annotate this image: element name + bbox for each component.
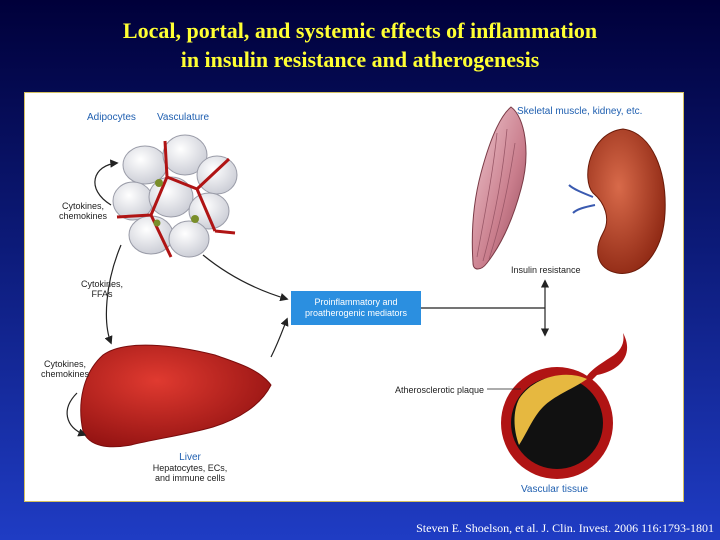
citation: Steven E. Shoelson, et al. J. Clin. Inve… <box>416 521 714 535</box>
arrow-liver-loop <box>66 392 87 437</box>
kidney-illustration <box>587 128 666 274</box>
cytokines-chemokines-top-line2: chemokines <box>58 211 108 221</box>
atherosclerotic-plaque-label: Atherosclerotic plaque <box>395 385 485 395</box>
cytokines-chemokines-bottom-line2: chemokines <box>40 369 90 379</box>
adipose-tissue-illustration <box>112 134 238 258</box>
liver-title: Liver <box>179 452 201 463</box>
cytokines-chemokines-bottom-label: Cytokines, chemokines <box>35 359 95 379</box>
cytokines-ffas-label: Cytokines, FFAs <box>75 279 129 299</box>
liver-caption: Liver Hepatocytes, ECs, and immune cells <box>135 452 245 484</box>
slide-title-line1: Local, portal, and systemic effects of i… <box>122 18 598 43</box>
skeletal-muscle-kidney-label: Skeletal muscle, kidney, etc. <box>517 106 643 117</box>
vasculature-label: Vasculature <box>157 112 210 123</box>
cytokines-chemokines-top-label: Cytokines, chemokines <box>53 201 113 221</box>
insulin-resistance-label: Insulin resistance <box>511 265 581 275</box>
vascular-tissue-label: Vascular tissue <box>521 484 589 495</box>
diagram-panel: Adipocytes Vasculature Cytokines, chemok… <box>24 92 684 502</box>
mediators-box: Proinflammatory and proatherogenic media… <box>291 291 421 325</box>
arrow-liver-to-mediators <box>270 317 289 358</box>
cytokines-ffas-line1: Cytokines, <box>80 279 124 289</box>
adipocytes-label: Adipocytes <box>87 112 136 123</box>
pathway-arrows <box>66 159 550 437</box>
cytokines-chemokines-bottom-line1: Cytokines, <box>43 359 87 369</box>
arrow-adipose-to-mediators <box>202 254 289 302</box>
arrow-adipose-to-liver <box>104 244 122 345</box>
artery-cross-section-illustration <box>501 333 628 479</box>
mediators-line1: Proinflammatory and <box>314 297 398 307</box>
cytokines-ffas-line2: FFAs <box>91 289 113 299</box>
slide-title-line2: in insulin resistance and atherogenesis <box>180 47 540 72</box>
diagram-graphics <box>66 106 666 479</box>
cytokines-chemokines-top-line1: Cytokines, <box>61 201 105 211</box>
mediators-line2: proatherogenic mediators <box>304 308 408 318</box>
arrow-adipocyte-loop <box>94 159 119 206</box>
liver-line1: Hepatocytes, ECs, <box>152 463 228 473</box>
liver-illustration <box>80 344 272 448</box>
liver-line2: and immune cells <box>154 473 226 483</box>
